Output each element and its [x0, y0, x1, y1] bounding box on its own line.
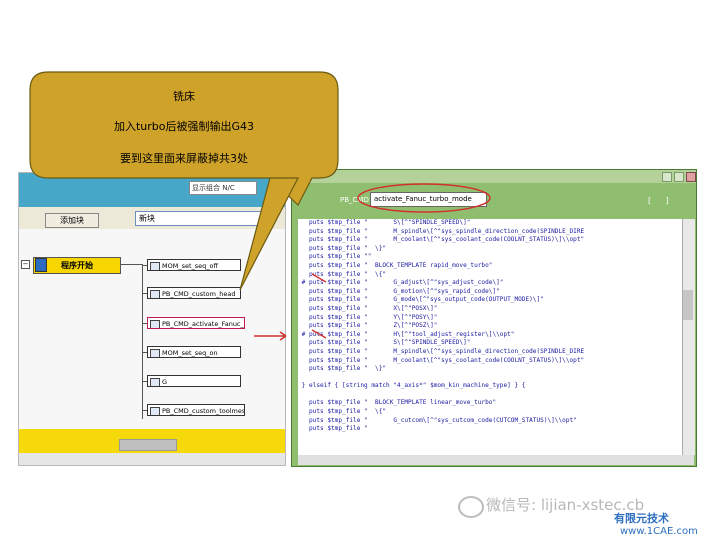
tree-node-pb-cmd-custom-head[interactable]: PB_CMD_custom_head — [147, 287, 241, 299]
code-line: puts $tmp_file " \}" — [298, 365, 387, 373]
code-line: puts $tmp_file " M_coolant\[^"sys_coolan… — [298, 236, 585, 244]
toolbar-area: 显示组合 N/C — [19, 173, 285, 207]
watermark-text: 微信号: lijian-xstec.cb — [486, 496, 645, 514]
code-line: puts $tmp_file " G_motion\[^"sys_rapid_c… — [298, 287, 500, 295]
tree-connector — [142, 323, 150, 324]
ok-button[interactable] — [119, 439, 177, 451]
scrollbar-thumb[interactable] — [683, 290, 693, 320]
code-line: puts $tmp_file " S\[^"SPINDLE_SPEED\]" — [298, 219, 471, 226]
tree-connector — [119, 264, 143, 265]
red-arrow-head — [279, 331, 287, 341]
command-name-input[interactable]: activate_Fanuc_turbo_mode — [370, 192, 487, 207]
wechat-icon — [458, 496, 484, 518]
block-icon — [150, 407, 160, 415]
code-line: puts $tmp_file " BLOCK_TEMPLATE rapid_mo… — [298, 261, 493, 269]
code-line: puts $tmp_file "" — [298, 253, 372, 261]
code-line: puts $tmp_file " \{" — [298, 408, 387, 416]
tree-connector — [142, 381, 150, 382]
custom-command-window: PB_CMD activate_Fanuc_turbo_mode [ ] put… — [291, 169, 697, 467]
tree-connector — [142, 265, 150, 266]
program-start-icon — [35, 258, 47, 272]
pb-cmd-prefix-label: PB_CMD — [340, 196, 369, 204]
post-builder-window: 显示组合 N/C 添加块 新块 − 程序开始 MOM_set_seq_off P… — [18, 172, 286, 466]
block-icon — [150, 262, 160, 270]
bubble-line-3: 要到这里面来屏蔽掉共3处 — [120, 152, 248, 165]
code-line: puts $tmp_file " BLOCK_TEMPLATE linear_m… — [298, 399, 497, 407]
code-line: puts $tmp_file " — [298, 425, 368, 433]
tree-connector — [142, 293, 150, 294]
block-icon — [150, 349, 160, 357]
window-titlebar — [292, 170, 696, 183]
footer-bar — [19, 453, 285, 465]
code-line: puts $tmp_file " G_cutcom\[^"sys_cutcom_… — [298, 416, 577, 424]
show-combined-checkbox[interactable]: 显示组合 N/C — [189, 181, 257, 195]
tcl-code-editor[interactable]: puts $tmp_file " S\[^"SPINDLE_SPEED\]" p… — [298, 219, 682, 455]
bracket-buttons[interactable]: [ ] — [648, 196, 675, 205]
tree-connector — [142, 410, 150, 411]
tree-node-g[interactable]: G — [147, 375, 241, 387]
tree-node-pb-cmd-custom-toolmess[interactable]: PB_CMD_custom_toolmess... — [147, 404, 245, 416]
block-icon — [150, 378, 160, 386]
code-line: puts $tmp_file " Z\[^"POSZ\]" — [298, 322, 438, 330]
program-start-node[interactable]: 程序开始 — [33, 257, 121, 274]
horizontal-scrollbar[interactable] — [298, 455, 694, 465]
tree-node-mom-set-seq-on[interactable]: MOM_set_seq_on — [147, 346, 241, 358]
code-line: puts $tmp_file " \}" — [298, 244, 387, 252]
bubble-line-2: 加入turbo后被强制输出G43 — [113, 120, 255, 133]
block-icon — [150, 320, 160, 328]
code-line: puts $tmp_file " M_coolant\[^"sys_coolan… — [298, 356, 585, 364]
code-line: # puts $tmp_file " H\[^"tool_adjust_regi… — [298, 330, 515, 338]
highlight-circle — [357, 183, 491, 213]
code-line: puts $tmp_file " M_spindle\[^"sys_spindl… — [298, 347, 585, 355]
code-line: # puts $tmp_file " G_adjust\[^"sys_adjus… — [298, 279, 504, 287]
maximize-icon[interactable] — [674, 172, 684, 182]
code-line: puts $tmp_file " G_mode\[^"sys_output_co… — [298, 296, 544, 304]
speech-bubble-tail — [239, 177, 299, 291]
code-line: puts $tmp_file " \{" — [298, 270, 387, 278]
red-arrow-line2 — [311, 329, 327, 339]
tree-node-pb-cmd-activate-fanuc[interactable]: PB_CMD_activate_Fanuc_... — [147, 317, 245, 329]
site-watermark: 有限元技术 — [614, 512, 669, 525]
vertical-scrollbar[interactable] — [682, 219, 695, 455]
code-line: } elseif { [string match "4_axis*" $mom_… — [298, 382, 526, 390]
tree-node-mom-set-seq-off[interactable]: MOM_set_seq_off — [147, 259, 241, 271]
tree-connector — [142, 265, 143, 419]
block-icon — [150, 290, 160, 298]
code-line: puts $tmp_file " M_spindle\[^"sys_spindl… — [298, 227, 585, 235]
minimize-icon[interactable] — [662, 172, 672, 182]
speech-bubble — [29, 71, 339, 206]
bubble-line-1: 铣床 — [173, 90, 195, 103]
code-line: puts $tmp_file " Y\[^"POSY\]" — [298, 313, 438, 321]
red-arrow-line1 — [311, 273, 327, 283]
site-url-watermark: www.1CAE.com — [620, 526, 698, 537]
collapse-toggle[interactable]: − — [21, 260, 30, 269]
tree-connector — [142, 352, 150, 353]
code-line: puts $tmp_file " X\[^"POSX\]" — [298, 304, 438, 312]
close-icon[interactable] — [686, 172, 696, 182]
code-line: puts $tmp_file " S\[^"SPINDLE_SPEED\]" — [298, 339, 471, 347]
add-block-button[interactable]: 添加块 — [45, 213, 99, 228]
